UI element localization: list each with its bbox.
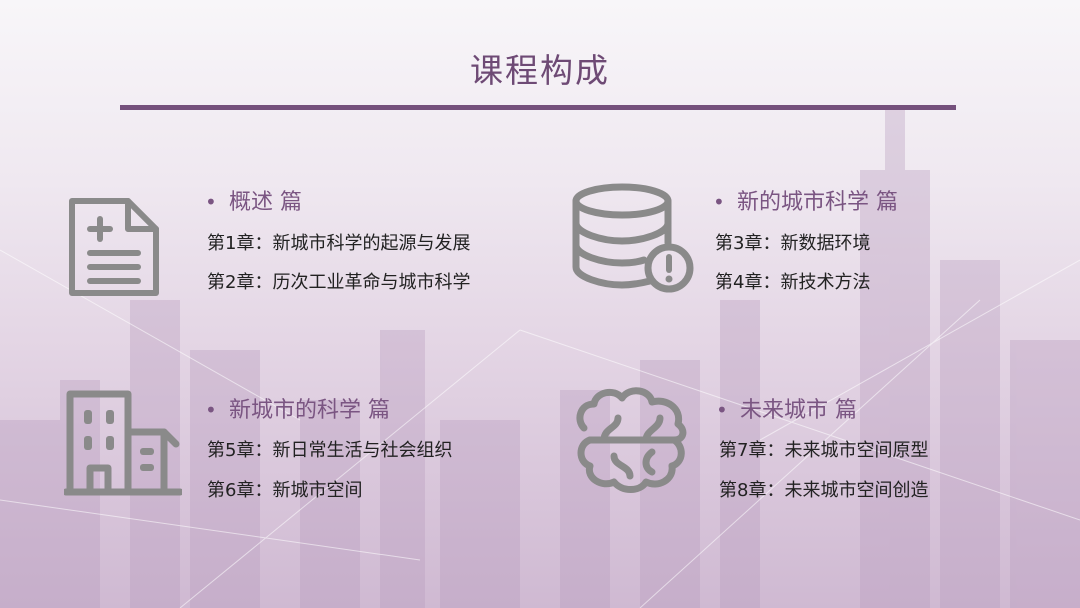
- bullet: •: [716, 398, 728, 422]
- chapter-2: 第2章：历次工业革命与城市科学: [207, 272, 471, 293]
- bullet: •: [713, 190, 725, 214]
- section-heading-science-of-new-cities: • 新城市的科学 篇: [205, 392, 390, 424]
- title-underline: [120, 105, 956, 110]
- cloud-brain-icon: [576, 387, 687, 493]
- slide-title: 课程构成: [470, 51, 610, 90]
- section-heading-new-urban-science: • 新的城市科学 篇: [713, 184, 898, 216]
- database-alert-icon: [572, 183, 694, 293]
- chapter-4: 第4章：新技术方法: [715, 272, 871, 293]
- chapter-7: 第7章：未来城市空间原型: [719, 440, 929, 461]
- section-title: 新的城市科学 篇: [737, 190, 898, 215]
- section-heading-overview: • 概述 篇: [205, 184, 302, 216]
- chapter-1: 第1章：新城市科学的起源与发展: [207, 233, 471, 254]
- bullet: •: [205, 398, 217, 422]
- chapter-8: 第8章：未来城市空间创造: [719, 480, 929, 501]
- section-title: 未来城市 篇: [740, 398, 857, 423]
- document-list-icon: [69, 198, 159, 296]
- section-title: 概述 篇: [229, 190, 302, 215]
- chapter-6: 第6章：新城市空间: [207, 480, 363, 501]
- building-icon: [64, 390, 182, 496]
- chapter-3: 第3章：新数据环境: [715, 233, 871, 254]
- bullet: •: [205, 190, 217, 214]
- section-heading-future-cities: • 未来城市 篇: [716, 392, 857, 424]
- chapter-5: 第5章：新日常生活与社会组织: [207, 440, 453, 461]
- section-title: 新城市的科学 篇: [229, 398, 390, 423]
